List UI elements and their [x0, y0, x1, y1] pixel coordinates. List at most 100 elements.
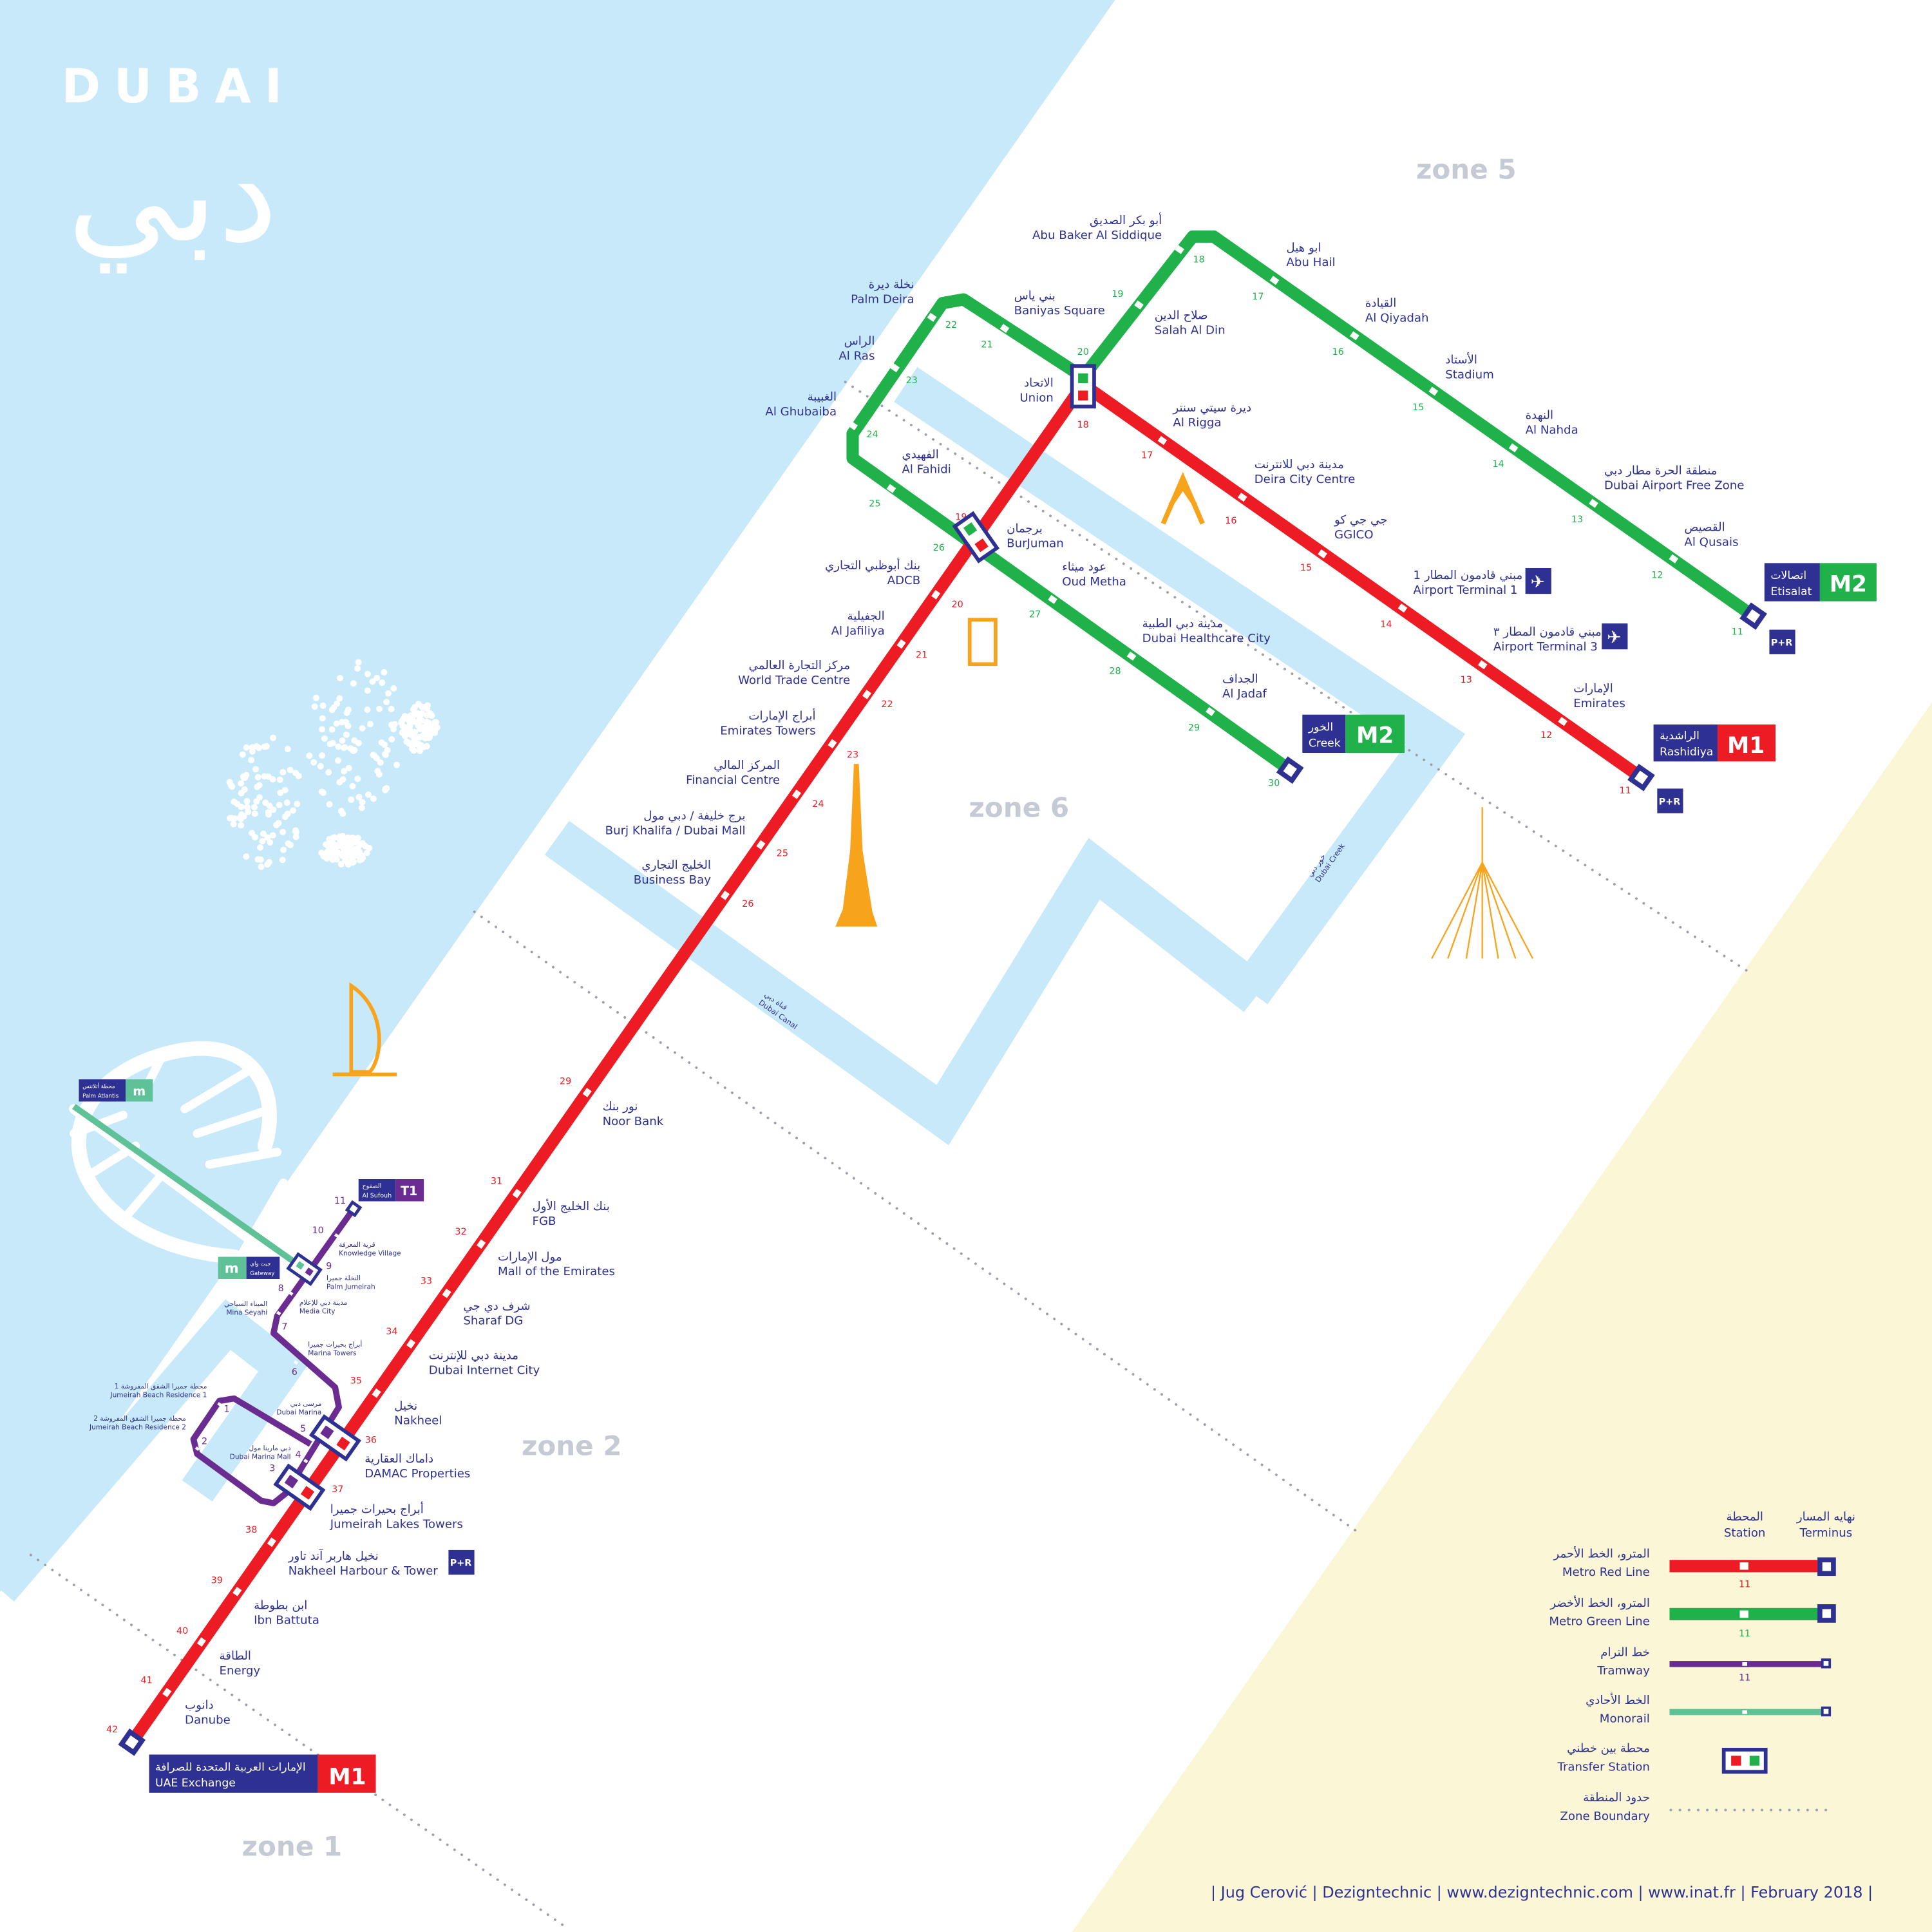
island-dot — [388, 736, 395, 743]
station-number: 39 — [211, 1576, 223, 1586]
metro-green-line[interactable] — [846, 230, 1757, 775]
transfer-station-burjuman[interactable] — [952, 511, 1000, 564]
station-marker — [931, 590, 941, 600]
credit-item[interactable]: www.inat.fr — [1648, 1883, 1736, 1901]
station-green-11[interactable]: 11 — [1732, 602, 1767, 637]
monorail-gateway-badge[interactable]: m جيت واي Gateway — [218, 1256, 280, 1279]
station-red-11[interactable]: 11 — [1619, 763, 1655, 796]
station-tram-11[interactable]: 11 — [334, 1196, 363, 1218]
svg-text:✈: ✈ — [1531, 573, 1545, 592]
station-marker — [756, 840, 766, 850]
station-red-42[interactable]: 42 — [106, 1725, 146, 1756]
station-tram-3[interactable]: 3 — [269, 1463, 275, 1473]
tram-line[interactable] — [190, 1207, 357, 1506]
station-number: 25 — [869, 498, 880, 509]
station-name: Jumeirah Lakes Towers — [330, 1517, 463, 1531]
station-name: Salah Al Din — [1155, 323, 1226, 337]
island-dot — [337, 674, 343, 681]
t1-al-sufouh-badge[interactable]: الصفوح Al Sufouh T1 — [358, 1179, 424, 1202]
station-green-20[interactable]: 20 — [1077, 347, 1089, 357]
transfer-station-jlt[interactable] — [273, 1463, 326, 1511]
monorail-palm-atlantis-badge[interactable]: محطة أتلانتس Palm Atlantis m — [79, 1079, 153, 1102]
station-marker — [999, 323, 1010, 333]
m1-rashidiya-badge[interactable]: الراشدية Rashidiya M1 — [1653, 724, 1776, 762]
transfer-station-union[interactable] — [1070, 364, 1096, 409]
m2-creek-badge[interactable]: الخور Creek M2 — [1302, 714, 1405, 753]
transfer-station-damac[interactable] — [308, 1414, 361, 1462]
credit-item[interactable]: www.dezigntechnic.com — [1446, 1883, 1633, 1901]
transfer-station-palm-jumeirah[interactable] — [286, 1252, 323, 1287]
m1-uae-exchange-badge[interactable]: الإمارات العربية المتحدة للصرافة UAE Exc… — [149, 1754, 376, 1793]
station-marker — [927, 312, 937, 322]
station-number: 19 — [1112, 289, 1123, 299]
station-green-26[interactable]: 26 — [933, 543, 945, 553]
island-dot — [348, 838, 355, 845]
m2-etisalat-badge[interactable]: اتصالات Etisalat M2 — [1764, 563, 1877, 601]
station-number: 10 — [312, 1226, 324, 1236]
station-number: 42 — [106, 1725, 118, 1735]
station-name: Al Ghubaiba — [765, 405, 837, 419]
station-green-30[interactable]: 30 — [1268, 756, 1304, 789]
island-dot — [276, 776, 283, 783]
station-marker — [896, 639, 906, 649]
station-name-ar: النهدة — [1526, 409, 1553, 422]
island-dot — [381, 751, 388, 758]
legend-label: Tramway — [1596, 1664, 1650, 1678]
zone-1-label: zone 1 — [242, 1830, 343, 1862]
island-dot — [277, 790, 284, 797]
monorail-line[interactable] — [72, 1104, 307, 1272]
